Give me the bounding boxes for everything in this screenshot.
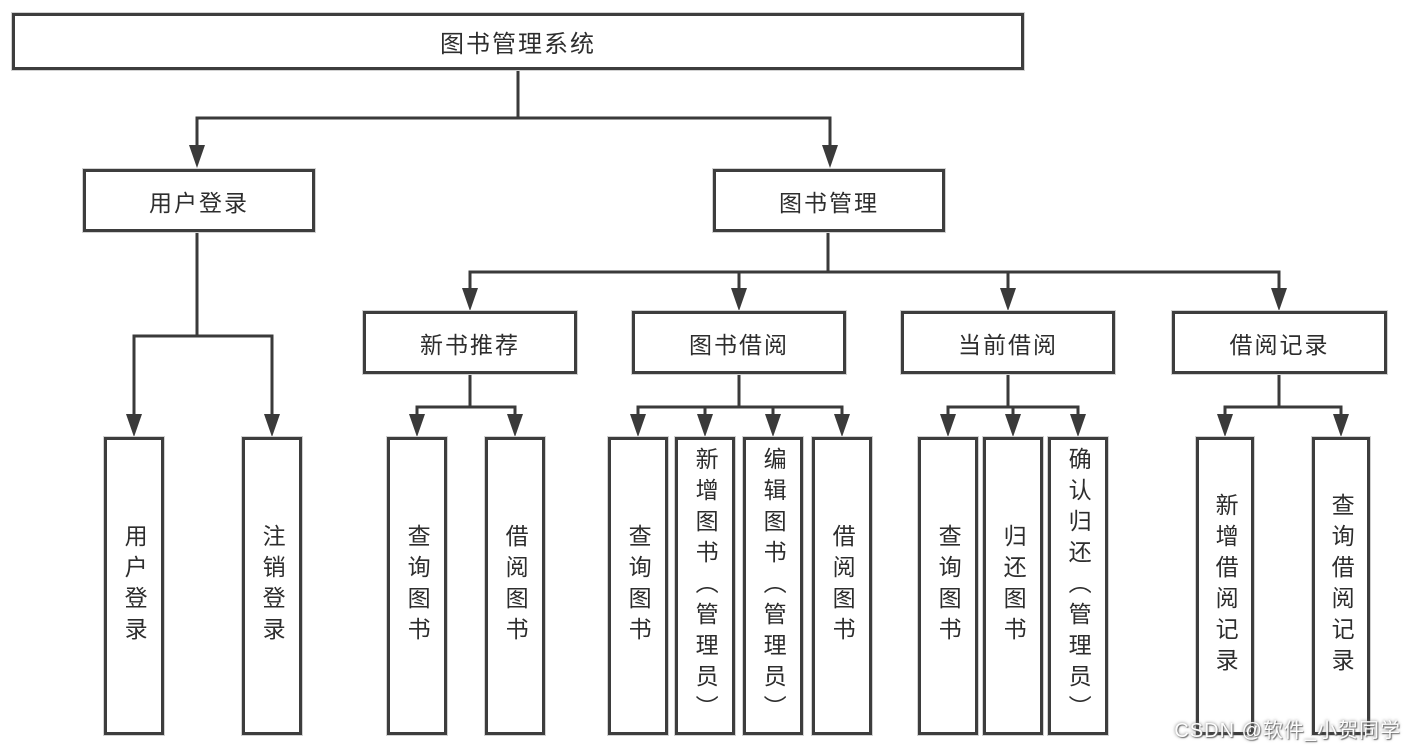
node-user-login: 用户登录 <box>83 169 315 232</box>
leaf-label: 确认归还（管理员） <box>1065 446 1092 726</box>
node-new-book-recommendation: 新书推荐 <box>363 311 577 374</box>
leaf-label: 借阅图书 <box>829 524 856 648</box>
leaf-label: 新增图书（管理员） <box>692 446 719 726</box>
leaf-label: 查询图书 <box>404 524 431 648</box>
leaf-label: 注销登录 <box>259 524 286 648</box>
csdn-watermark: CSDN @软件_小贺同学 <box>1174 720 1401 742</box>
node-label: 用户登录 <box>149 189 249 216</box>
leaf-label: 查询借阅记录 <box>1328 493 1355 679</box>
leaf-label: 查询图书 <box>625 524 652 648</box>
node-label: 图书管理系统 <box>440 31 596 58</box>
leaf-records-add-record: 新增借阅记录 <box>1196 437 1254 735</box>
leaf-label: 借阅图书 <box>502 524 529 648</box>
node-book-management: 图书管理 <box>713 169 945 232</box>
leaf-current-confirm-return-admin: 确认归还（管理员） <box>1048 437 1108 735</box>
node-library-management-system: 图书管理系统 <box>12 13 1024 70</box>
leaf-logout: 注销登录 <box>242 437 302 735</box>
leaf-borrowing-add-books-admin: 新增图书（管理员） <box>675 437 735 735</box>
node-book-borrowing: 图书借阅 <box>632 311 846 374</box>
leaf-label: 查询图书 <box>935 524 962 648</box>
node-borrowing-records: 借阅记录 <box>1172 311 1387 374</box>
node-label: 图书借阅 <box>689 331 789 358</box>
leaf-borrowing-edit-books-admin: 编辑图书（管理员） <box>743 437 803 735</box>
leaf-records-query-record: 查询借阅记录 <box>1312 437 1370 735</box>
leaf-current-query-books: 查询图书 <box>918 437 978 735</box>
leaf-label: 新增借阅记录 <box>1212 493 1239 679</box>
node-label: 图书管理 <box>779 189 879 216</box>
leaf-newbooks-query-books: 查询图书 <box>387 437 447 735</box>
leaf-borrowing-borrow-books: 借阅图书 <box>812 437 872 735</box>
leaf-borrowing-query-books: 查询图书 <box>608 437 668 735</box>
leaf-label: 用户登录 <box>121 524 148 648</box>
node-label: 借阅记录 <box>1229 331 1330 358</box>
node-current-borrowing: 当前借阅 <box>901 311 1115 374</box>
leaf-label: 归还图书 <box>1000 524 1027 648</box>
node-label: 新书推荐 <box>420 331 520 358</box>
leaf-newbooks-borrow-books: 借阅图书 <box>485 437 545 735</box>
leaf-label: 编辑图书（管理员） <box>760 446 787 726</box>
node-label: 当前借阅 <box>958 331 1058 358</box>
leaf-user-login: 用户登录 <box>104 437 164 735</box>
leaf-current-return-books: 归还图书 <box>983 437 1043 735</box>
